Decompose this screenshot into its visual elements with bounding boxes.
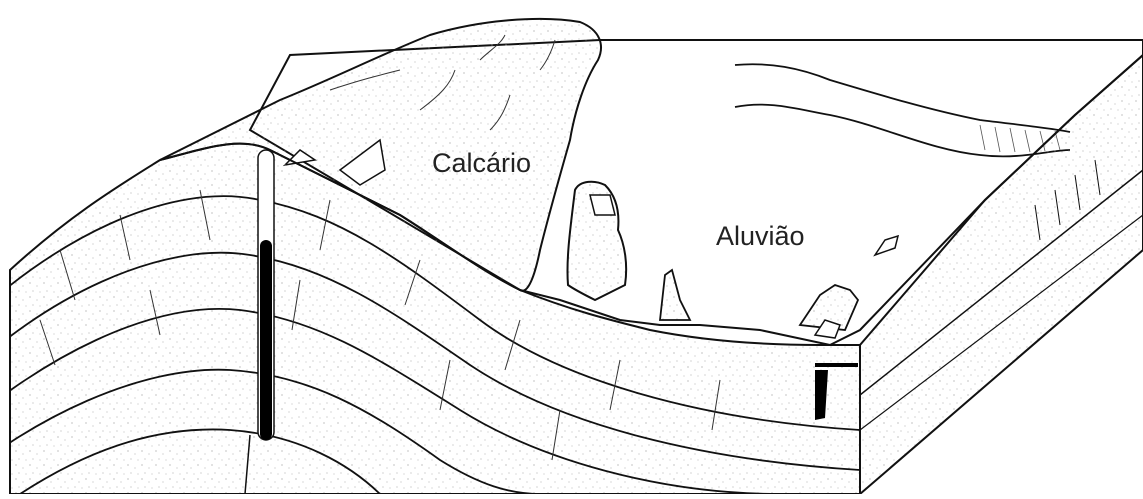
aluviao-label: Aluvião [716, 221, 805, 251]
calcario-label: Calcário [432, 148, 531, 178]
well-borehole [258, 150, 274, 440]
